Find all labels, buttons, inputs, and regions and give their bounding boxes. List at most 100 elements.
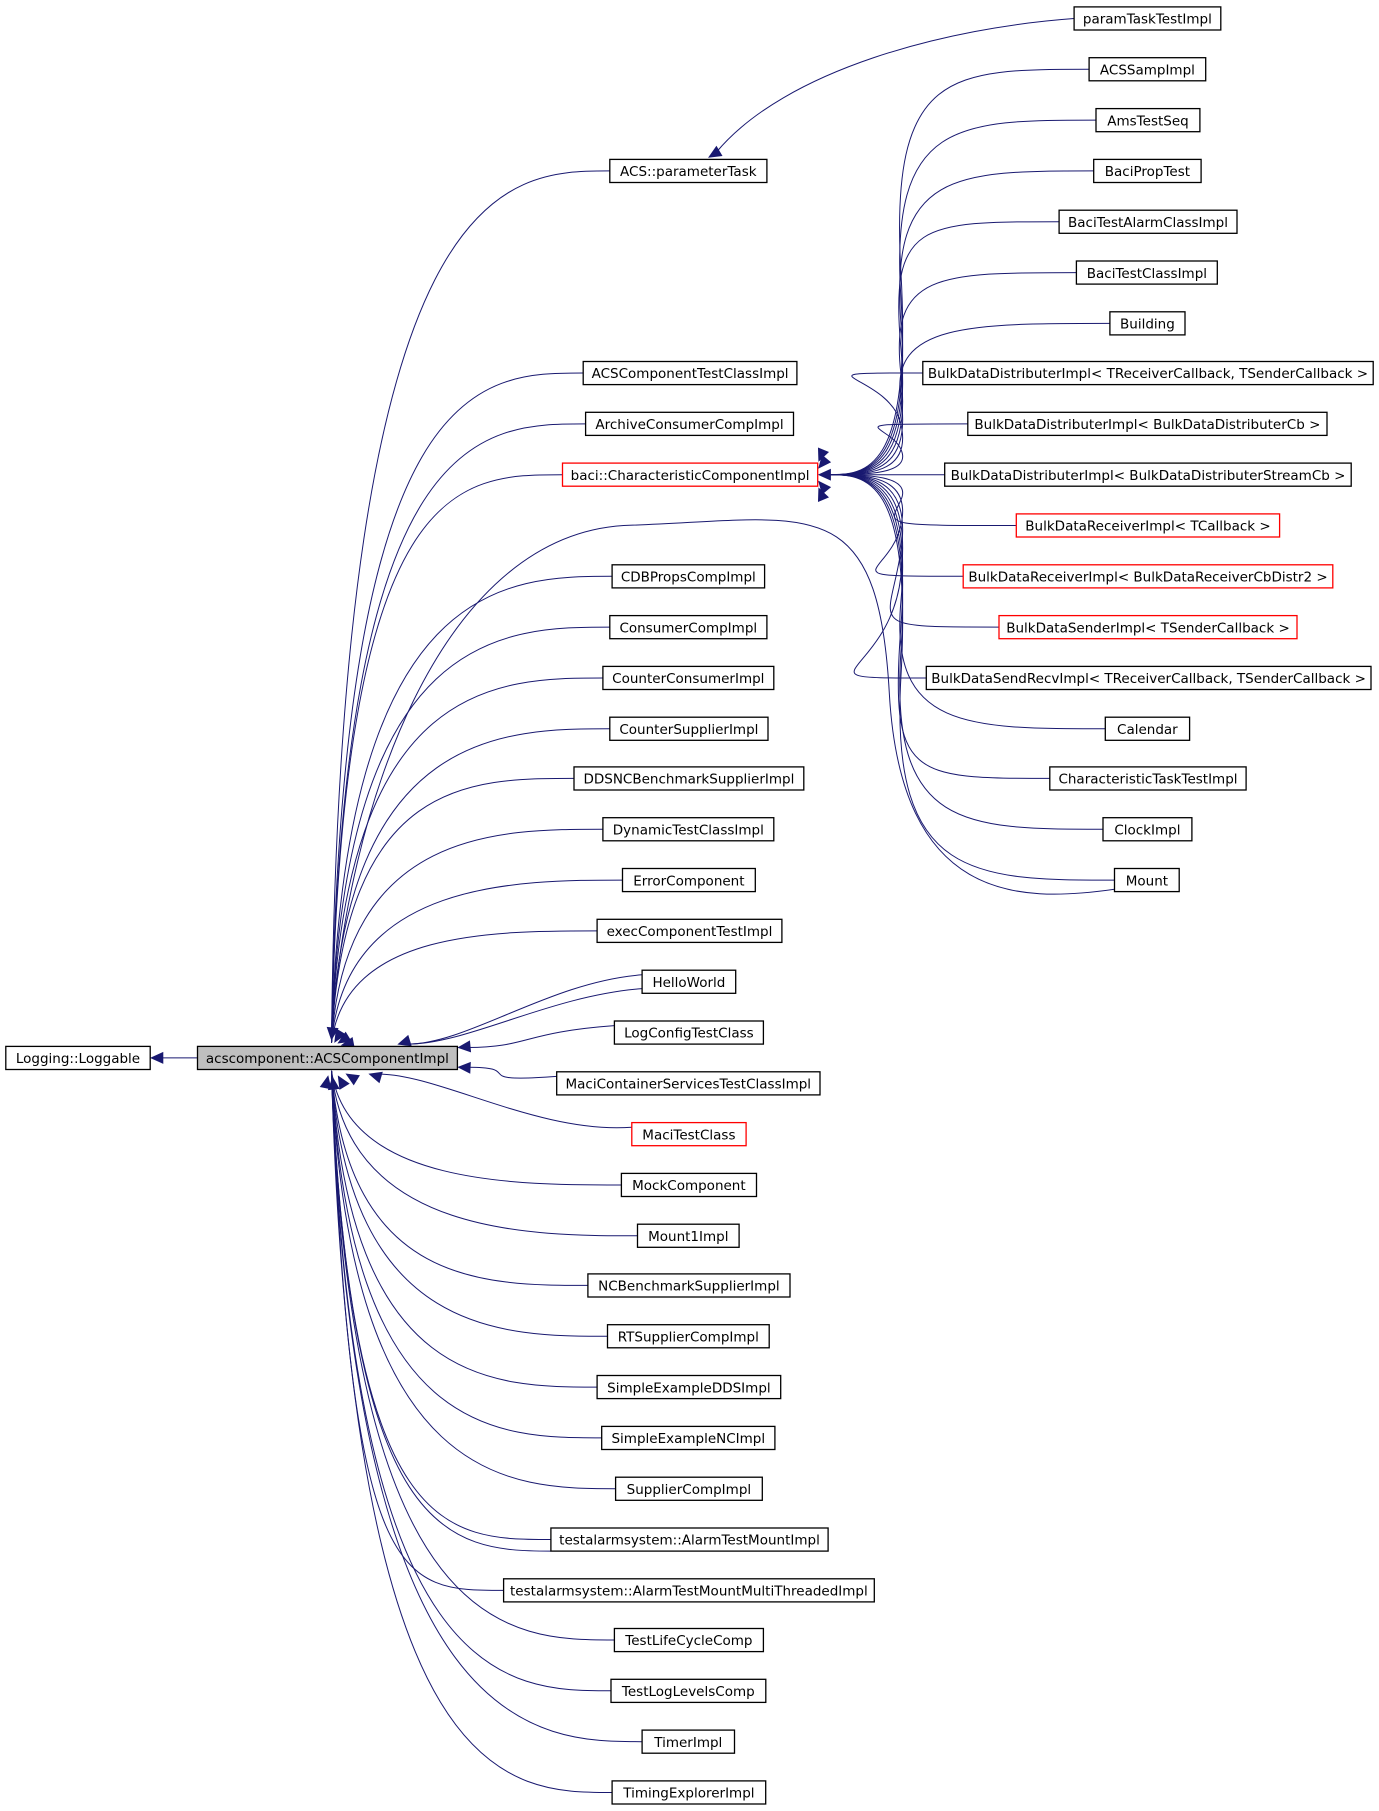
node-BaciPropTest[interactable]: BaciPropTest <box>1093 158 1202 184</box>
node-box <box>1075 260 1218 285</box>
node-paramtask[interactable]: ACS::parameterTask <box>609 158 768 184</box>
node-SimpleExampleNCImpl[interactable]: SimpleExampleNCImpl <box>601 1425 776 1451</box>
edge-Building-to-charcomp <box>828 322 1110 476</box>
node-ACSSampImpl[interactable]: ACSSampImpl <box>1088 57 1207 82</box>
node-label: HelloWorld <box>652 975 725 991</box>
node-label: SupplierCompImpl <box>627 1482 751 1498</box>
node-box <box>610 1678 767 1704</box>
node-Mount[interactable]: Mount <box>1113 867 1180 893</box>
node-box <box>620 1172 758 1198</box>
arrowhead-loggable <box>150 1051 164 1064</box>
node-ErrorComponent[interactable]: ErrorComponent <box>621 867 756 893</box>
edge-DDSNCBenchmarkSupplierImpl-to-acsimpl <box>331 777 575 1043</box>
node-BDD_StreamCb[interactable]: BulkDataDistributerImpl< BulkDataDistrib… <box>944 462 1352 487</box>
node-LogConfigTestClass[interactable]: LogConfigTestClass <box>613 1020 765 1045</box>
node-box <box>502 1578 875 1603</box>
arrowhead-parametertask <box>708 145 723 158</box>
node-TestLogLevelsComp[interactable]: TestLogLevelsComp <box>610 1678 767 1704</box>
node-label: AmsTestSeq <box>1107 113 1188 129</box>
node-box <box>596 918 783 944</box>
arrowhead-acsimpl-7 <box>319 1075 332 1090</box>
node-MaciTestClass[interactable]: MaciTestClass <box>631 1121 747 1147</box>
node-BaciTestClassImpl[interactable]: BaciTestClassImpl <box>1075 260 1218 285</box>
node-NCBenchmarkSupplierImpl[interactable]: NCBenchmarkSupplierImpl <box>587 1273 791 1298</box>
node-ACSCompTestClassImpl[interactable]: ACSComponentTestClassImpl <box>582 360 798 386</box>
arrowhead-acsimpl-9 <box>457 1061 471 1074</box>
node-execComponentTestImpl[interactable]: execComponentTestImpl <box>596 918 783 944</box>
node-SimpleExampleDDSImpl[interactable]: SimpleExampleDDSImpl <box>596 1374 782 1400</box>
node-charcomp[interactable]: baci::CharacteristicComponentImpl <box>561 462 819 487</box>
node-box <box>1073 6 1222 31</box>
node-CharTaskTestImpl[interactable]: CharacteristicTaskTestImpl <box>1049 766 1247 791</box>
node-BDR_D2[interactable]: BulkDataReceiverImpl< BulkDataReceiverCb… <box>962 564 1334 589</box>
edge-MaciContainerServicesTestClassImpl-to-acsimpl <box>467 1066 557 1079</box>
node-label: baci::CharacteristicComponentImpl <box>571 468 810 484</box>
node-Building[interactable]: Building <box>1109 311 1186 336</box>
node-label: RTSupplierCompImpl <box>618 1330 759 1346</box>
edge-DynamicTestClassImpl-to-acsimpl <box>331 828 603 1043</box>
node-box <box>925 665 1372 691</box>
edge-LogConfigTestClass-to-acsimpl <box>467 1025 615 1048</box>
node-box <box>1104 716 1191 741</box>
node-HelloWorld[interactable]: HelloWorld <box>641 969 737 994</box>
node-box <box>614 1476 763 1501</box>
node-label: execComponentTestImpl <box>607 924 773 940</box>
edge-BaciTestClassImpl-to-charcomp <box>828 272 1077 476</box>
node-ConsumerCompImpl[interactable]: ConsumerCompImpl <box>609 614 768 640</box>
edge-CounterSupplierImpl-to-acsimpl <box>331 728 610 1043</box>
node-Mount1Impl[interactable]: Mount1Impl <box>636 1223 740 1248</box>
node-box <box>609 614 768 640</box>
node-label: LogConfigTestClass <box>624 1026 754 1042</box>
edge-MockComponent-to-acsimpl <box>331 1070 622 1186</box>
node-box <box>1102 817 1193 842</box>
edge-Mount-to-charcomp <box>828 474 1115 881</box>
node-box <box>613 1627 765 1653</box>
node-box <box>602 817 775 842</box>
edge-BDD_Cb-to-charcomp <box>828 423 968 476</box>
node-DDSNCBenchmarkSupplierImpl[interactable]: DDSNCBenchmarkSupplierImpl <box>573 766 805 791</box>
edge-HelloWorld-to-acsimpl <box>407 988 643 1045</box>
node-DynamicTestClassImpl[interactable]: DynamicTestClassImpl <box>602 817 775 842</box>
node-AmsTestSeq[interactable]: AmsTestSeq <box>1095 107 1201 133</box>
edge-ACSCompTestClassImpl-to-acsimpl <box>331 372 584 1043</box>
node-box <box>601 1425 776 1451</box>
node-box <box>573 766 805 791</box>
edge-paramTaskTestImpl-to-paramtask <box>715 18 1075 153</box>
arrowhead-acsimpl-1 <box>334 1028 347 1043</box>
node-BDD_Cb[interactable]: BulkDataDistributerImpl< BulkDataDistrib… <box>967 411 1328 437</box>
node-box <box>611 564 766 589</box>
node-label: paramTaskTestImpl <box>1083 12 1212 28</box>
node-Calendar[interactable]: Calendar <box>1104 716 1191 741</box>
node-box <box>1113 867 1180 893</box>
node-TimerImpl[interactable]: TimerImpl <box>641 1729 736 1754</box>
node-box <box>5 1045 151 1071</box>
node-AlarmTestMountImpl[interactable]: testalarmsystem::AlarmTestMountImpl <box>550 1527 829 1552</box>
arrowhead-acsimpl-0 <box>326 1026 339 1041</box>
node-CounterConsumerImpl[interactable]: CounterConsumerImpl <box>602 665 775 691</box>
node-TestLifeCycleComp[interactable]: TestLifeCycleComp <box>613 1627 765 1653</box>
node-loggable[interactable]: Logging::Loggable <box>5 1045 151 1071</box>
node-TimingExplorerImpl[interactable]: TimingExplorerImpl <box>611 1780 767 1805</box>
node-BDR_T[interactable]: BulkDataReceiverImpl< TCallback > <box>1015 513 1281 538</box>
edge-SimpleExampleNCImpl-to-acsimpl <box>331 1070 602 1439</box>
node-MockComponent[interactable]: MockComponent <box>620 1172 758 1198</box>
node-RTSupplierCompImpl[interactable]: RTSupplierCompImpl <box>606 1324 770 1349</box>
node-box <box>621 867 756 893</box>
node-AlarmTestMountMTImpl[interactable]: testalarmsystem::AlarmTestMountMultiThre… <box>502 1578 875 1603</box>
node-paramTaskTestImpl[interactable]: paramTaskTestImpl <box>1073 6 1222 31</box>
node-label: CDBPropsCompImpl <box>621 570 756 586</box>
node-BaciTestAlarmClassImpl[interactable]: BaciTestAlarmClassImpl <box>1058 209 1238 234</box>
node-BDD_TRS[interactable]: BulkDataDistributerImpl< TReceiverCallba… <box>922 360 1374 386</box>
node-ArchiveConsumerCompImpl[interactable]: ArchiveConsumerCompImpl <box>584 411 795 437</box>
node-BDS_T[interactable]: BulkDataSenderImpl< TSenderCallback > <box>998 614 1298 640</box>
node-label: Building <box>1120 317 1175 333</box>
node-label: Logging::Loggable <box>16 1051 140 1067</box>
node-CounterSupplierImpl[interactable]: CounterSupplierImpl <box>609 716 769 741</box>
node-ClockImpl[interactable]: ClockImpl <box>1102 817 1193 842</box>
node-label: ErrorComponent <box>633 873 744 889</box>
node-SupplierCompImpl[interactable]: SupplierCompImpl <box>614 1476 763 1501</box>
node-CDBPropsCompImpl[interactable]: CDBPropsCompImpl <box>611 564 766 589</box>
edge-ConsumerCompImpl-to-acsimpl <box>331 626 610 1043</box>
node-MaciContainerServicesTestClassImpl[interactable]: MaciContainerServicesTestClassImpl <box>556 1071 821 1096</box>
node-BDSR[interactable]: BulkDataSendRecvImpl< TReceiverCallback,… <box>925 665 1372 691</box>
